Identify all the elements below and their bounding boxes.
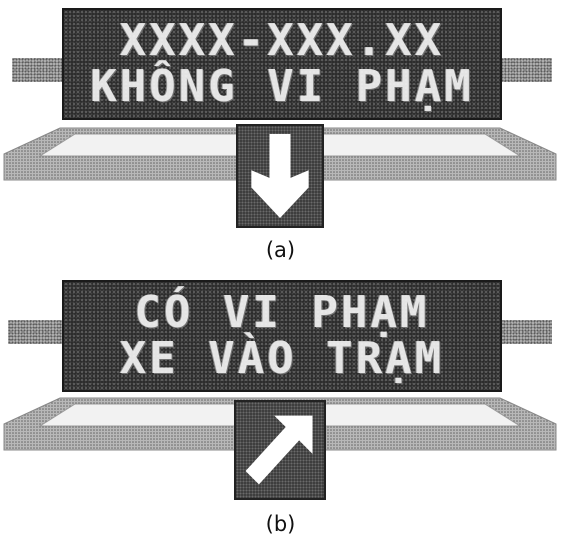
left-support-bar: [12, 58, 64, 82]
led-status-text: CÓ VI PHẠM: [134, 287, 430, 338]
panel-a: XXXX-XXX.XX KHÔNG VI PHẠM (a): [0, 0, 561, 262]
led-status-text: KHÔNG VI PHẠM: [90, 61, 474, 112]
arrow-up-right-icon: [245, 415, 313, 485]
down-arrow-sign: [236, 124, 324, 228]
led-display-board: XXXX-XXX.XX KHÔNG VI PHẠM: [62, 8, 502, 120]
right-support-bar: [500, 320, 552, 344]
led-display-board: CÓ VI PHẠM XE VÀO TRẠM: [62, 280, 502, 392]
right-support-bar: [498, 58, 552, 82]
led-instruction-text: XE VÀO TRẠM: [119, 333, 445, 384]
caption-a: (a): [265, 238, 296, 262]
caption-b: (b): [265, 512, 296, 536]
arrow-down-icon: [251, 134, 309, 218]
led-plate-number: XXXX-XXX.XX: [119, 15, 445, 66]
panel-b: CÓ VI PHẠM XE VÀO TRẠM (b): [0, 272, 561, 542]
up-right-arrow-sign: [234, 400, 326, 500]
left-support-bar: [8, 320, 62, 344]
